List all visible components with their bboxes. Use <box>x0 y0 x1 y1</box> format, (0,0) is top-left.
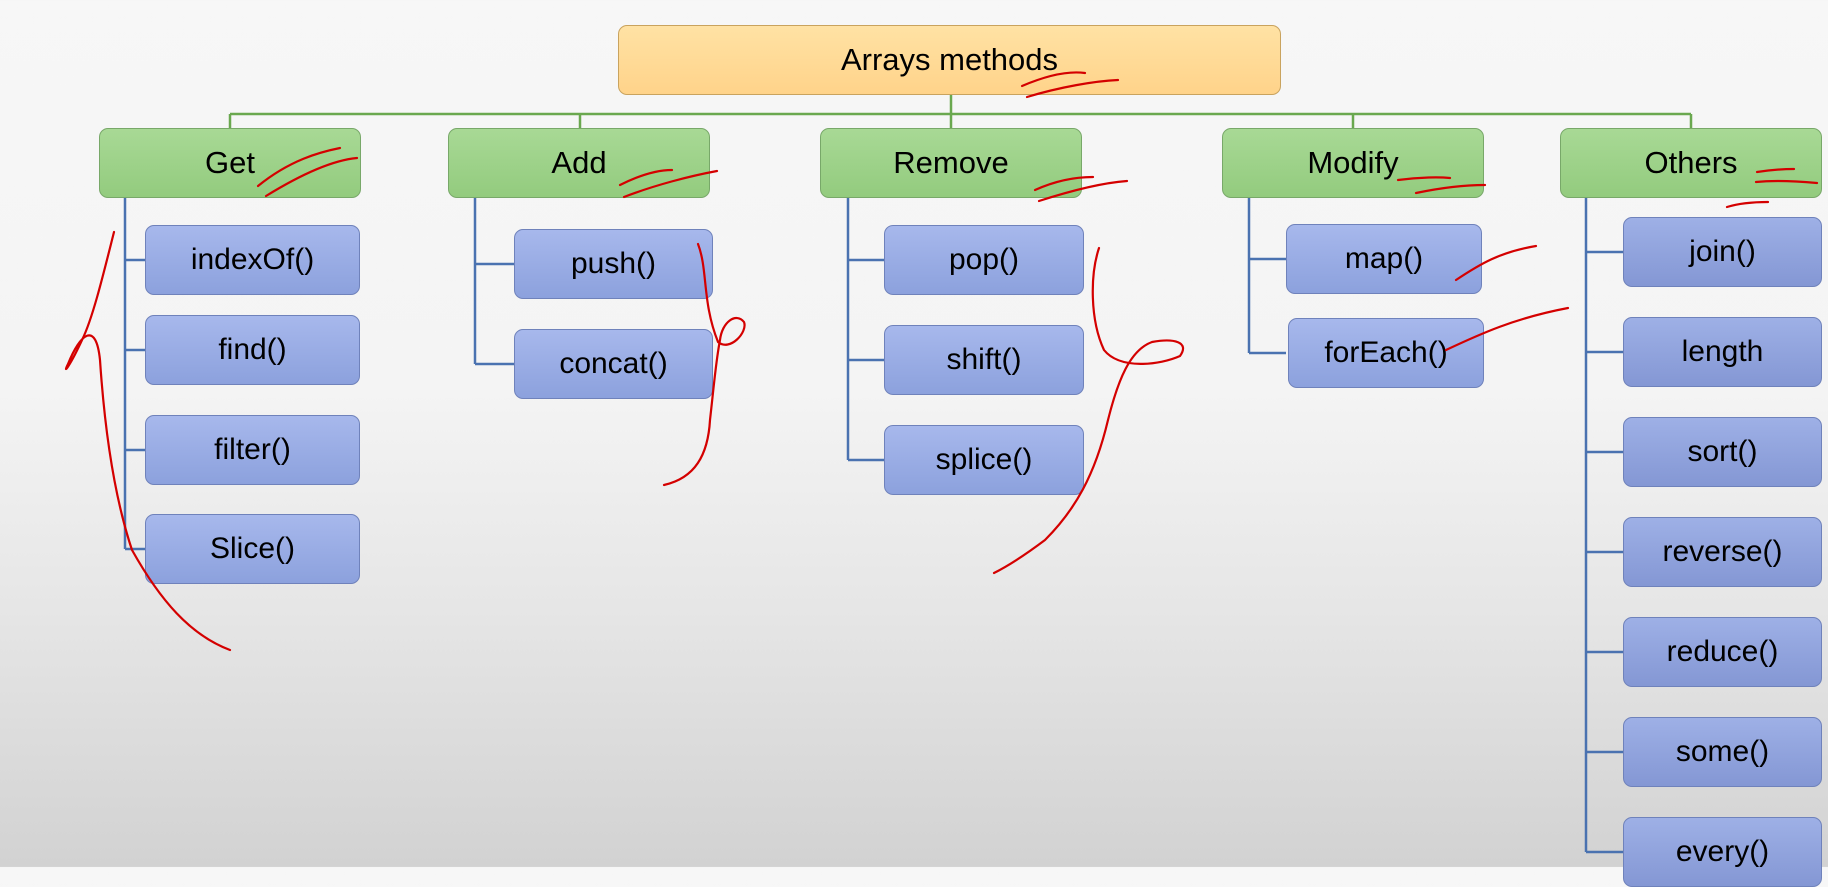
method-label: Slice() <box>209 532 295 565</box>
category-modify: Modify <box>1222 128 1484 198</box>
method-reverse: reverse() <box>1623 517 1822 587</box>
method-label: map() <box>1344 242 1424 275</box>
method-push: push() <box>514 229 713 299</box>
method-label: filter() <box>214 433 291 466</box>
array-methods-diagram: Arrays methods Get indexOf() find() filt… <box>64 25 1822 887</box>
method-sort: sort() <box>1623 417 1822 487</box>
method-slice: Slice() <box>145 514 360 584</box>
method-label: join() <box>1689 235 1756 268</box>
method-label: reverse() <box>1662 535 1783 568</box>
method-label: shift() <box>946 343 1022 376</box>
method-reduce: reduce() <box>1623 617 1822 687</box>
method-label: find() <box>218 333 287 366</box>
category-label: Get <box>205 145 255 180</box>
method-shift: shift() <box>884 325 1084 395</box>
method-label: reduce() <box>1666 635 1779 668</box>
method-find: find() <box>145 315 360 385</box>
method-label: sort() <box>1687 435 1758 468</box>
method-map: map() <box>1286 224 1482 294</box>
method-label: indexOf() <box>190 243 315 276</box>
root-label: Arrays methods <box>840 42 1059 77</box>
method-label: forEach() <box>1324 336 1448 369</box>
category-label: Modify <box>1307 145 1399 180</box>
category-label: Remove <box>893 145 1009 180</box>
method-pop: pop() <box>884 225 1084 295</box>
root-node: Arrays methods <box>618 25 1281 95</box>
method-some: some() <box>1623 717 1822 787</box>
method-join: join() <box>1623 217 1822 287</box>
method-label: pop() <box>948 243 1020 276</box>
method-length: length <box>1623 317 1822 387</box>
method-label: every() <box>1675 835 1770 868</box>
method-splice: splice() <box>884 425 1084 495</box>
method-every: every() <box>1623 817 1822 887</box>
method-filter: filter() <box>145 415 360 485</box>
category-get: Get <box>99 128 361 198</box>
method-label: some() <box>1675 735 1770 768</box>
method-label: length <box>1681 335 1764 368</box>
category-remove: Remove <box>820 128 1082 198</box>
method-indexof: indexOf() <box>145 225 360 295</box>
method-label: splice() <box>935 443 1033 476</box>
annotation-remove-brace <box>992 246 1185 575</box>
category-label: Add <box>551 145 607 180</box>
method-foreach: forEach() <box>1288 318 1484 388</box>
category-label: Others <box>1644 145 1738 180</box>
method-concat: concat() <box>514 329 713 399</box>
method-label: concat() <box>559 347 668 380</box>
category-others: Others <box>1560 128 1822 198</box>
method-label: push() <box>570 247 657 280</box>
category-add: Add <box>448 128 710 198</box>
